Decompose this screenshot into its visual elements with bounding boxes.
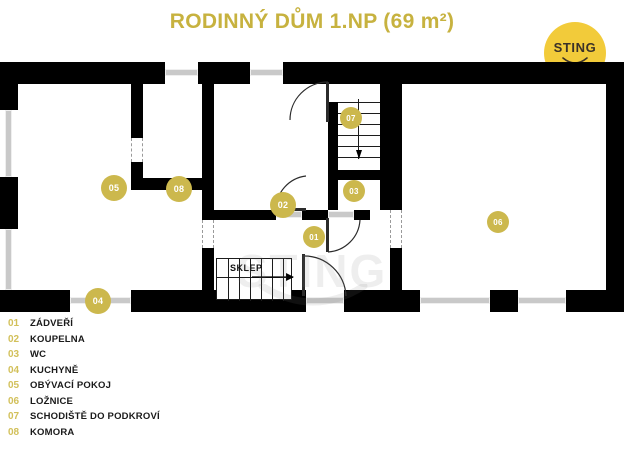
legend-label-05: OBÝVACÍ POKOJ	[30, 380, 112, 391]
interior-wall-06-left-top	[390, 76, 402, 210]
window-bottom-2	[420, 297, 490, 304]
door-opening-04-01[interactable]	[202, 220, 214, 248]
legend-label-03: WC	[30, 349, 47, 360]
stair-direction-arrow-attic	[356, 150, 362, 159]
door-swing-02-top[interactable]	[288, 80, 332, 126]
window-left-upper	[5, 110, 12, 177]
room-badge-03: 03	[343, 180, 365, 202]
exterior-wall-right	[606, 62, 624, 312]
window-bottom-entrance	[306, 297, 344, 304]
floorplan-drawing: SKLEP STING	[0, 62, 624, 314]
legend-number-04: 04	[8, 364, 20, 376]
interior-wall-wc-right	[380, 180, 390, 210]
legend-label-06: LOŽNICE	[30, 395, 74, 407]
room-badge-08: 08	[166, 176, 192, 202]
exterior-wall-bottom-1	[0, 290, 70, 312]
exterior-wall-bottom-5	[566, 290, 624, 312]
legend-label-07: SCHODIŠTĚ DO PODKROVÍ	[30, 411, 160, 422]
legend-label-01: ZÁDVEŘÍ	[30, 318, 74, 329]
legend-number-02: 02	[8, 333, 20, 345]
door-opening-03[interactable]	[328, 211, 354, 218]
window-top-middle	[250, 69, 283, 76]
legend-item-04: 04 KUCHYNĚ	[8, 365, 308, 381]
interior-wall-stair-right	[380, 76, 390, 170]
legend-number-03: 03	[8, 349, 20, 360]
interior-wall-left-vertical-upper	[131, 76, 143, 138]
legend-item-01: 01 ZÁDVEŘÍ	[8, 318, 308, 334]
room-badge-02-label: 02	[277, 200, 289, 210]
room-badge-07: 07	[340, 107, 362, 129]
legend-item-08: 08 KOMORA	[8, 427, 308, 443]
room-badge-04-label: 04	[92, 296, 104, 306]
legend-number-07: 07	[8, 411, 20, 422]
legend-number-01: 01	[8, 318, 20, 329]
window-top-left	[165, 69, 198, 76]
door-opening-01-06[interactable]	[390, 210, 402, 248]
room-badge-06: 06	[487, 211, 509, 233]
interior-wall-wc-left	[328, 170, 338, 210]
exterior-wall-bottom-3	[344, 290, 420, 312]
staircase-cellar	[216, 258, 293, 301]
legend-item-03: 03 WC	[8, 349, 308, 365]
sklep-label: SKLEP	[230, 263, 263, 273]
legend-number-06: 06	[8, 395, 20, 407]
exterior-wall-bottom-4	[490, 290, 518, 312]
door-swing-03[interactable]	[326, 218, 362, 256]
legend-number-05: 05	[8, 380, 20, 391]
legend-item-07: 07 SCHODIŠTĚ DO PODKROVÍ	[8, 411, 308, 427]
door-swing-entrance[interactable]	[302, 254, 348, 298]
interior-wall-06-left-bottom	[390, 248, 402, 290]
interior-wall-mid-vertical-bottom	[202, 190, 214, 220]
legend-label-08: KOMORA	[30, 426, 75, 438]
sting-logo-text: STING	[553, 39, 597, 55]
interior-wall-stair-wc-divider	[328, 170, 390, 180]
room-badge-04: 04	[85, 288, 111, 314]
room-badge-07-label: 07	[346, 113, 356, 123]
legend: 01 ZÁDVEŘÍ 02 KOUPELNA 03 WC 04 KUCHYNĚ …	[8, 318, 308, 442]
interior-wall-mid-vertical-top	[202, 76, 214, 190]
interior-wall-02-01-right2	[354, 210, 370, 220]
interior-wall-mid-vertical-lower	[202, 248, 214, 290]
window-left-lower	[5, 229, 12, 290]
room-badge-05-label: 05	[108, 183, 120, 193]
interior-wall-02-01-right	[302, 210, 328, 220]
legend-number-08: 08	[8, 426, 20, 438]
legend-item-05: 05 OBÝVACÍ POKOJ	[8, 380, 308, 396]
room-badge-06-label: 06	[493, 217, 503, 227]
door-opening-05-08[interactable]	[131, 138, 143, 162]
stair-direction-arrow-cellar	[252, 273, 294, 281]
window-bottom-3	[518, 297, 566, 304]
legend-item-06: 06 LOŽNICE	[8, 396, 308, 412]
legend-label-04: KUCHYNĚ	[30, 364, 79, 376]
room-badge-05: 05	[101, 175, 127, 201]
room-badge-01: 01	[303, 226, 325, 248]
interior-wall-stair-left	[328, 102, 338, 170]
room-badge-08-label: 08	[173, 184, 185, 194]
room-badge-03-label: 03	[349, 186, 359, 196]
room-badge-02: 02	[270, 192, 296, 218]
exterior-wall-left-middle	[0, 177, 18, 229]
page-title: RODINNÝ DŮM 1.NP (69 m²)	[169, 10, 455, 33]
exterior-wall-left-top	[0, 62, 18, 110]
room-badge-01-label: 01	[309, 232, 319, 242]
exterior-wall-top-left	[0, 62, 165, 84]
exterior-wall-top-right	[283, 62, 624, 84]
legend-label-02: KOUPELNA	[30, 333, 85, 345]
legend-item-02: 02 KOUPELNA	[8, 334, 308, 350]
interior-wall-02-01-left	[214, 210, 276, 220]
